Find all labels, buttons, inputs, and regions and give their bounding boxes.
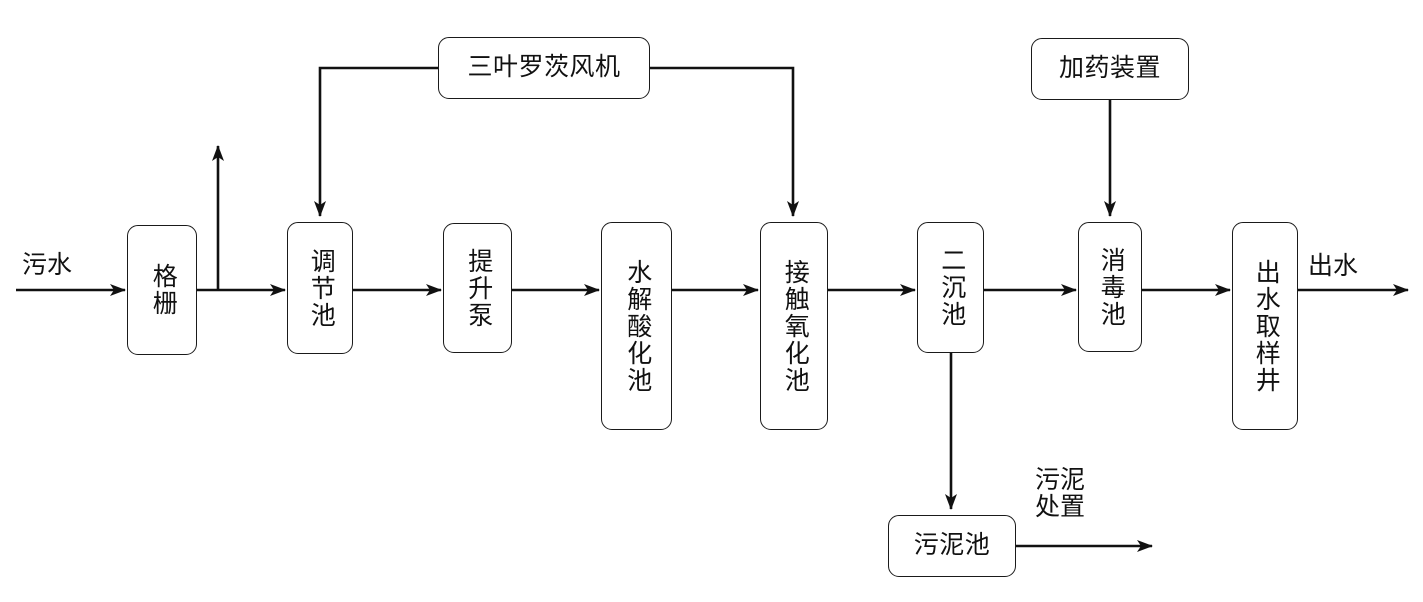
node-lift-pump[interactable]: 提升泵 <box>443 223 512 353</box>
node-roots-blower-label: 三叶罗茨风机 <box>467 53 621 81</box>
node-regulating-tank[interactable]: 调节池 <box>287 222 353 354</box>
label-influent: 污水 <box>22 252 73 279</box>
node-effluent-sampling-well-label: 出水取样井 <box>1252 258 1280 394</box>
node-disinfection-tank-label: 消毒池 <box>1097 246 1125 328</box>
node-sludge-tank-label: 污泥池 <box>913 531 991 559</box>
node-roots-blower[interactable]: 三叶罗茨风机 <box>438 37 650 99</box>
label-sludge-disposal: 污泥 处置 <box>1035 467 1086 521</box>
node-secondary-settler[interactable]: 二沉池 <box>917 222 984 353</box>
node-grating[interactable]: 格栅 <box>127 225 197 355</box>
edge-blower-to-oxidation <box>650 66 799 217</box>
node-secondary-settler-label: 二沉池 <box>937 247 965 328</box>
node-regulating-tank-label: 调节池 <box>307 247 335 329</box>
node-hydrolysis-tank-label: 水解酸化池 <box>623 258 651 394</box>
node-dosing-device-label: 加药装置 <box>1058 54 1161 82</box>
node-contact-oxidation-label: 接触氧化池 <box>781 258 809 394</box>
node-grating-label: 格栅 <box>149 263 177 317</box>
node-hydrolysis-tank[interactable]: 水解酸化池 <box>601 222 672 430</box>
node-lift-pump-label: 提升泵 <box>464 247 492 329</box>
node-dosing-device[interactable]: 加药装置 <box>1031 38 1189 100</box>
edge-blower-to-regulating <box>314 66 438 217</box>
label-effluent: 出水 <box>1308 253 1359 280</box>
node-sludge-tank[interactable]: 污泥池 <box>888 515 1016 577</box>
node-disinfection-tank[interactable]: 消毒池 <box>1078 222 1142 352</box>
node-effluent-sampling-well[interactable]: 出水取样井 <box>1232 222 1298 430</box>
node-contact-oxidation[interactable]: 接触氧化池 <box>760 222 828 430</box>
